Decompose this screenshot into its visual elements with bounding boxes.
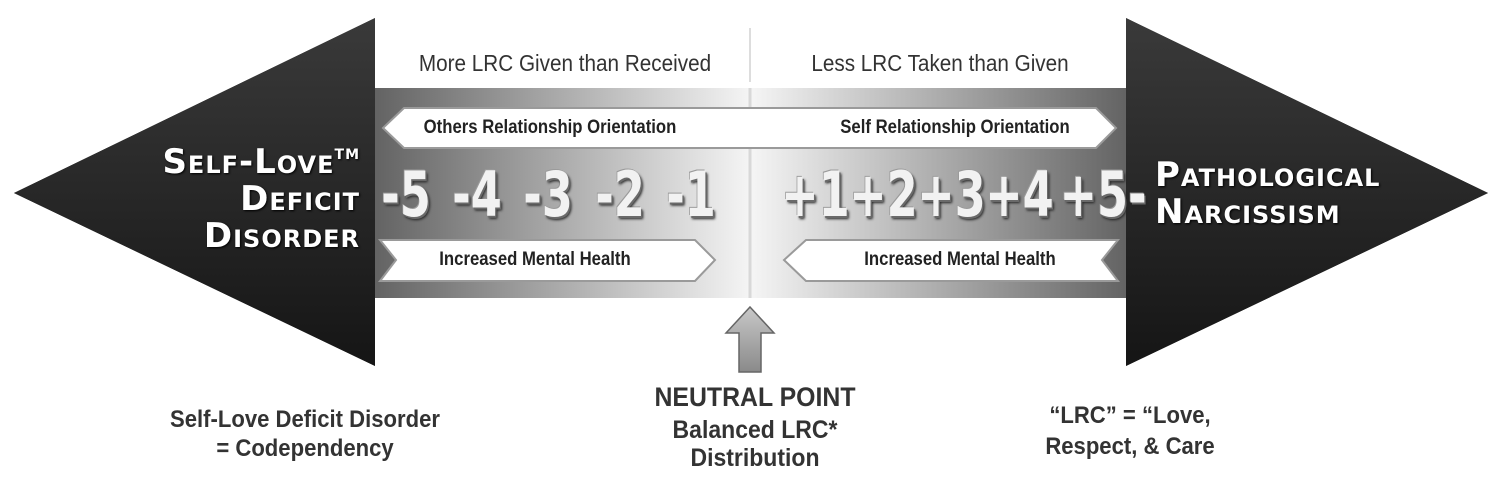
scale-value: -3 <box>523 158 573 231</box>
lrc-definition-caption: “LRC” = “Love, Respect, & Care <box>992 400 1268 462</box>
right-title-line-1: Pathological <box>1155 155 1381 195</box>
neutral-point-arrow-icon <box>724 305 776 373</box>
health-chevron-left <box>377 239 717 282</box>
mental-health-label-right: Increased Mental Health <box>864 249 1056 270</box>
neutral-point-subtitle: Balanced LRC* Distribution <box>612 416 897 472</box>
left-title-line-3: Disorder <box>203 216 360 256</box>
lrc-caption-line-1: “LRC” = “Love, <box>1049 402 1211 429</box>
scale-value: -1 <box>666 158 716 231</box>
right-arrowhead <box>1126 18 1488 366</box>
trademark-mark: TM <box>334 147 360 163</box>
scale-value: +2 <box>849 158 918 231</box>
scale-value: -5 <box>381 158 431 231</box>
scale-value: -4 <box>452 158 502 231</box>
scale-value: +4 <box>985 158 1054 231</box>
right-title-line-2: Narcissism <box>1155 192 1341 232</box>
left-arrowhead <box>14 18 375 366</box>
scale-value: +1 <box>781 158 850 231</box>
neutral-subtitle-line-2: Distribution <box>690 444 820 472</box>
scale-value: -2 <box>595 158 645 231</box>
left-title-line-2: Deficit <box>240 179 360 219</box>
orientation-label-right: Self Relationship Orientation <box>840 117 1070 138</box>
top-label-left: More LRC Given than Received <box>418 50 712 76</box>
right-arrow-title: Pathological Narcissism <box>1155 157 1435 231</box>
neutral-subtitle-line-1: Balanced LRC* <box>672 416 838 444</box>
orientation-banner <box>381 107 1118 149</box>
codependency-caption: Self-Love Deficit Disorder = Codependenc… <box>126 405 485 463</box>
scale-value: +5- <box>1059 158 1147 231</box>
left-title-line-1: Self-Love <box>162 142 335 182</box>
lrc-caption-line-2: Respect, & Care <box>1045 433 1215 460</box>
orientation-label-left: Others Relationship Orientation <box>423 117 677 138</box>
top-label-right: Less LRC Taken than Given <box>811 50 1069 76</box>
scale-value: +3 <box>917 158 986 231</box>
mental-health-label-left: Increased Mental Health <box>439 249 631 270</box>
codependency-caption-line-1: Self-Love Deficit Disorder <box>170 406 440 433</box>
health-chevron-right <box>782 239 1121 282</box>
codependency-caption-line-2: = Codependency <box>216 435 394 462</box>
left-arrow-title: Self-LoveTM Deficit Disorder <box>160 137 360 255</box>
neutral-point-title: NEUTRAL POINT <box>654 382 856 412</box>
